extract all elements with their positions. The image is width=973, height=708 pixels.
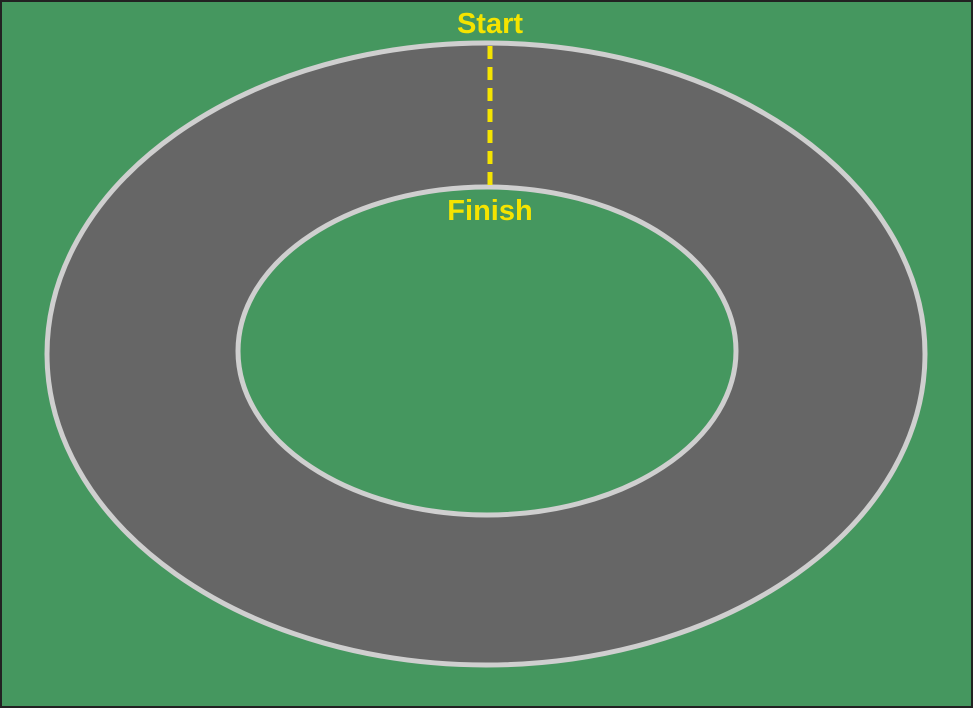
finish-label: Finish [447,195,532,227]
start-label: Start [457,8,523,40]
infield-grass [235,184,739,518]
